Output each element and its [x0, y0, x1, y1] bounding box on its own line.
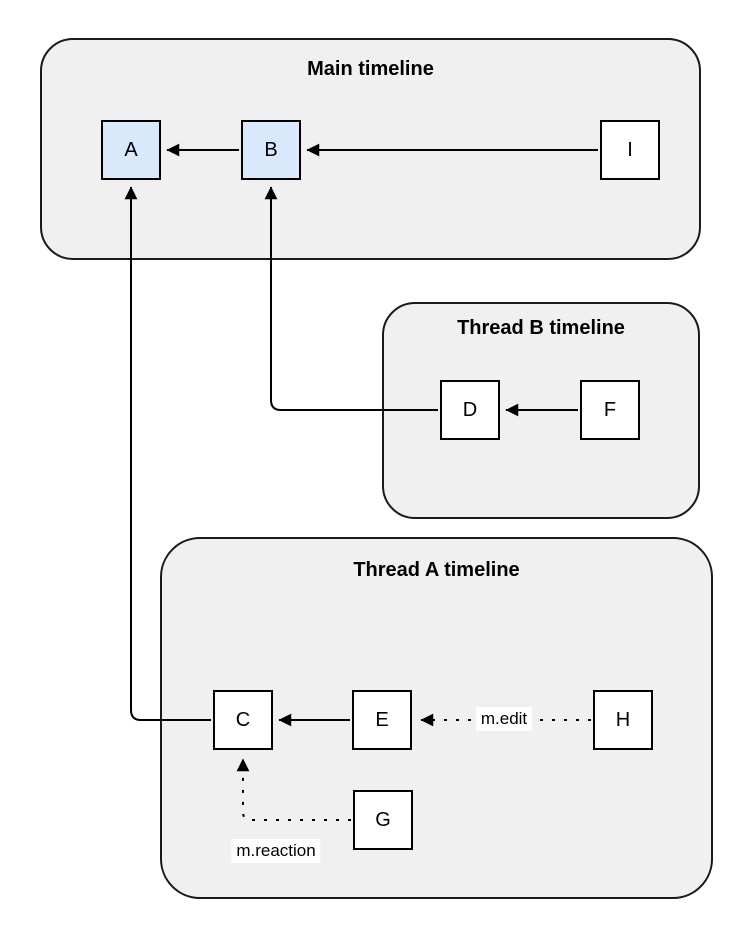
event-node-b: B	[241, 120, 301, 180]
edge-label-m-edit: m.edit	[475, 707, 533, 731]
event-node-d: D	[440, 380, 500, 440]
event-node-f: F	[580, 380, 640, 440]
container-thread-b-timeline: Thread B timeline	[382, 302, 700, 519]
event-node-i: I	[600, 120, 660, 180]
event-node-g: G	[353, 790, 413, 850]
event-node-a: A	[101, 120, 161, 180]
container-thread-a-timeline-title: Thread A timeline	[353, 559, 520, 581]
event-node-e: E	[352, 690, 412, 750]
container-thread-b-timeline-title: Thread B timeline	[457, 317, 625, 339]
container-main-timeline-title: Main timeline	[307, 58, 434, 80]
edge-label-m-reaction: m.reaction	[231, 839, 321, 863]
event-node-c: C	[213, 690, 273, 750]
event-node-h: H	[593, 690, 653, 750]
